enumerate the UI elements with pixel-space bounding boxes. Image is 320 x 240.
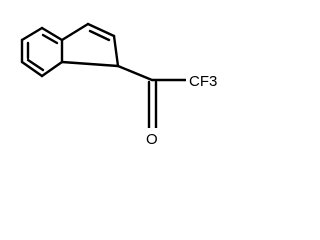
cf3-carbon-label: C (189, 73, 200, 90)
bond-ring-to-carbonyl (116, 64, 154, 82)
bond-benzene-1 (40, 26, 64, 42)
bond-ring5-3 (112, 34, 120, 68)
bond-benzene-inner-2 (26, 58, 45, 72)
bond-ring5-double (88, 29, 111, 42)
oxygen-label: O (146, 131, 158, 148)
trifluoroacetyl-group (116, 64, 189, 130)
svg-text:CF3: CF3 (189, 73, 217, 90)
bond-ring5-4 (60, 60, 120, 68)
bond-benzene-4 (20, 60, 44, 78)
bond-ring5-2 (86, 22, 116, 38)
chemical-structure-diagram: O CF3 (20, 22, 230, 148)
bond-benzene-inner-1 (41, 33, 59, 45)
fluorine-label: F (200, 73, 209, 90)
oxygen-atom: O (145, 128, 160, 148)
bond-ring5-1 (60, 22, 90, 42)
fluorine-count-label: 3 (209, 73, 217, 90)
bond-benzene-3 (40, 60, 64, 78)
bond-benzene-6 (20, 26, 44, 42)
cf3-group-label: CF3 (186, 68, 230, 90)
benzene-ring (20, 26, 64, 78)
cyclopentadiene-ring (60, 22, 120, 68)
